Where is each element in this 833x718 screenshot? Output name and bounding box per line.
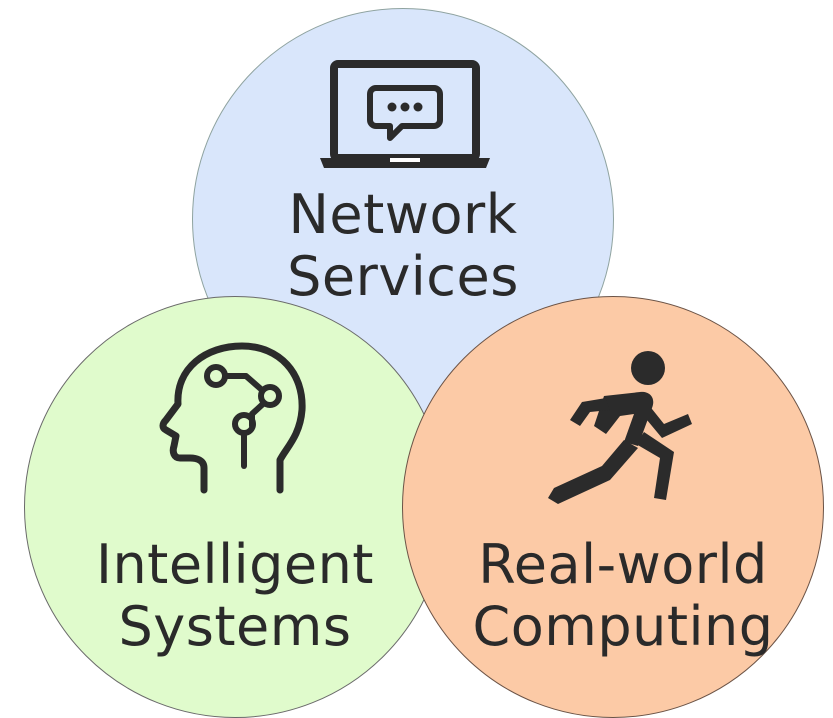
intelligent-systems-line2: Systems [118,595,352,658]
intelligent-systems-line1: Intelligent [96,533,374,596]
laptop-chat-icon [316,58,494,174]
real-world-computing-line2: Computing [472,595,774,658]
network-services-line2: Services [287,245,519,308]
real-world-computing-line1: Real-world [478,533,768,596]
real-world-computing-label: Real-world Computing [423,534,823,658]
running-person-icon [540,348,700,506]
intelligent-systems-circle [24,296,446,718]
intelligent-systems-label: Intelligent Systems [35,534,435,658]
brain-head-icon [152,340,312,500]
network-services-label: Network Services [203,184,603,308]
network-services-line1: Network [288,183,518,246]
